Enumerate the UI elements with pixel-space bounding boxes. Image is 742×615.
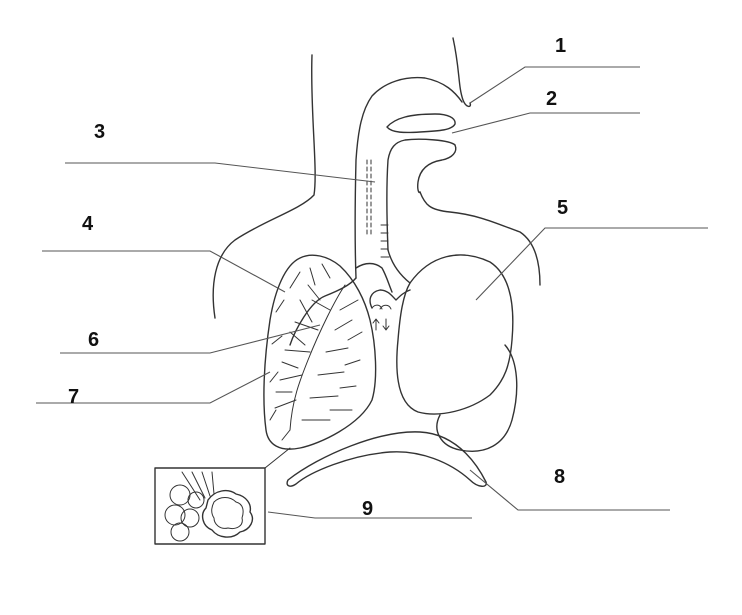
leader-5 <box>475 227 708 301</box>
label-5: 5 <box>557 197 568 219</box>
leader-lines <box>36 66 708 519</box>
body-outline <box>212 37 541 319</box>
label-4: 4 <box>82 213 94 235</box>
head-airway <box>354 76 463 279</box>
leader-1 <box>469 66 640 104</box>
alveoli-inset <box>154 447 291 545</box>
leader-6 <box>60 324 321 354</box>
leader-4 <box>42 250 286 293</box>
leader-9 <box>267 511 472 519</box>
label-9: 9 <box>362 498 373 520</box>
label-7: 7 <box>68 386 79 408</box>
label-2: 2 <box>546 88 557 110</box>
trachea <box>289 224 411 346</box>
leader-7 <box>36 371 271 404</box>
lung <box>263 254 377 450</box>
leader-8 <box>469 469 670 511</box>
diaphragm <box>286 431 487 487</box>
heart <box>396 254 518 452</box>
label-3: 3 <box>94 121 105 143</box>
label-8: 8 <box>554 466 565 488</box>
label-1: 1 <box>555 35 566 57</box>
leader-2 <box>451 112 640 134</box>
label-6: 6 <box>88 329 99 351</box>
number-labels: 1 2 3 4 5 6 7 8 9 <box>68 35 568 520</box>
leader-3 <box>65 162 376 183</box>
